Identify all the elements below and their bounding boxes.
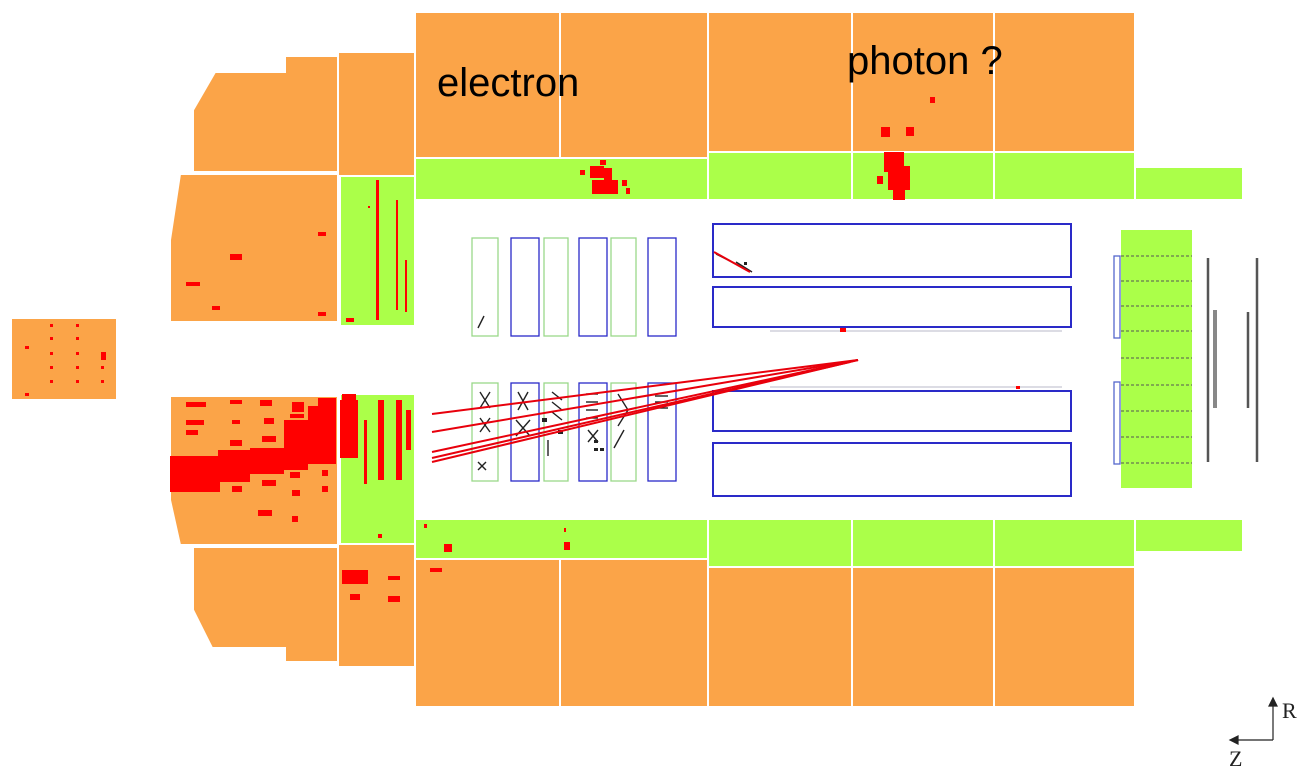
barrel-layer-lower-inner	[712, 390, 1072, 432]
disk-upper-5	[610, 237, 637, 337]
ecal-barrel-top-2	[707, 151, 853, 201]
energy-deposits	[25, 97, 1020, 602]
barrel-layer-lower-outer	[712, 442, 1072, 497]
hcal-endcap-top-outer	[192, 55, 339, 173]
silicon-disks	[471, 237, 677, 482]
forward-endcap-segmentation	[1121, 255, 1192, 464]
particle-tracks	[431, 251, 859, 463]
track-3	[431, 359, 859, 453]
hcal-barrel-bottom-2	[559, 554, 709, 708]
z-axis-label: Z	[1229, 746, 1242, 771]
electron-cluster	[580, 160, 630, 194]
hcal-endcap-bottom-outer	[192, 546, 339, 663]
hcal-barrel-top-2	[559, 11, 709, 161]
forward-tracker	[1113, 255, 1121, 465]
ecal-barrel-top-4	[993, 151, 1136, 201]
ecal-forward-endcap	[1121, 230, 1192, 488]
hcal-barrel-top-3	[707, 11, 853, 153]
disk-lower-6	[647, 382, 677, 482]
photon-label: photon ?	[847, 39, 1003, 83]
disk-upper-1	[471, 237, 499, 337]
forward-slab-lower	[1113, 381, 1121, 465]
disk-lower-1	[471, 382, 499, 482]
photon-cluster	[877, 97, 935, 200]
ecal-barrel-top-ext	[1134, 166, 1244, 201]
hcal-barrel-top-4	[851, 11, 995, 153]
disk-lower-4	[578, 382, 608, 482]
forward-cal-hits	[25, 324, 106, 396]
hcal-barrel-bottom-5	[993, 566, 1136, 708]
disk-lower-2	[510, 382, 540, 482]
track-1	[431, 359, 859, 415]
hcal-endcap-bottom-inner	[337, 542, 416, 668]
hcal-barrel-top-1	[414, 11, 561, 161]
endcap-bottom-hits	[170, 394, 411, 538]
endcap-top-hits	[186, 180, 407, 322]
disk-upper-4	[578, 237, 608, 337]
em-calorimeter	[339, 151, 1244, 568]
r-axis-arrow-icon	[1268, 696, 1278, 707]
z-axis-arrow-icon	[1228, 735, 1239, 745]
hcal-endcap-top-inner	[337, 51, 416, 177]
barrel-tracker	[712, 223, 1072, 497]
ecal-barrel-top-3	[851, 151, 995, 201]
barrel-layer-upper-inner	[712, 286, 1072, 328]
barrel-layer-upper-outer	[712, 223, 1072, 278]
disk-lower-5	[610, 382, 637, 482]
hcal-endcap-top-lower	[169, 173, 339, 323]
disk-upper-6	[647, 237, 677, 337]
disk-upper-3	[543, 237, 569, 337]
ecal-barrel-bottom-2	[707, 518, 853, 568]
muon-bar-4	[1213, 310, 1217, 408]
axis-indicator	[1228, 696, 1278, 745]
electron-label: electron	[437, 61, 579, 105]
r-axis-label: R	[1282, 698, 1297, 723]
hcal-barrel-top-5	[993, 11, 1136, 153]
forward-slab-upper	[1113, 255, 1121, 339]
lower-region-hits	[342, 328, 1020, 602]
ecal-barrel-bottom-4	[993, 518, 1136, 568]
muon-chambers	[1206, 258, 1259, 462]
ecal-barrel-bottom-3	[851, 518, 995, 568]
tracker-hit-dots	[542, 262, 747, 451]
track-5	[431, 361, 851, 459]
ecal-barrel-bottom-1	[414, 518, 709, 560]
hadronic-calorimeter	[12, 11, 1136, 708]
disk-upper-2	[510, 237, 540, 337]
inner-beam-pipe	[770, 330, 1062, 388]
ecal-barrel-top-1	[414, 157, 709, 201]
hcal-barrel-bottom-4	[851, 566, 995, 708]
hcal-barrel-bottom-1	[414, 554, 561, 708]
hcal-barrel-bottom-3	[707, 566, 853, 708]
track-6	[713, 251, 751, 273]
track-2	[431, 359, 859, 433]
forward-calorimeter	[12, 319, 116, 399]
ecal-barrel-bottom-ext	[1134, 518, 1244, 553]
